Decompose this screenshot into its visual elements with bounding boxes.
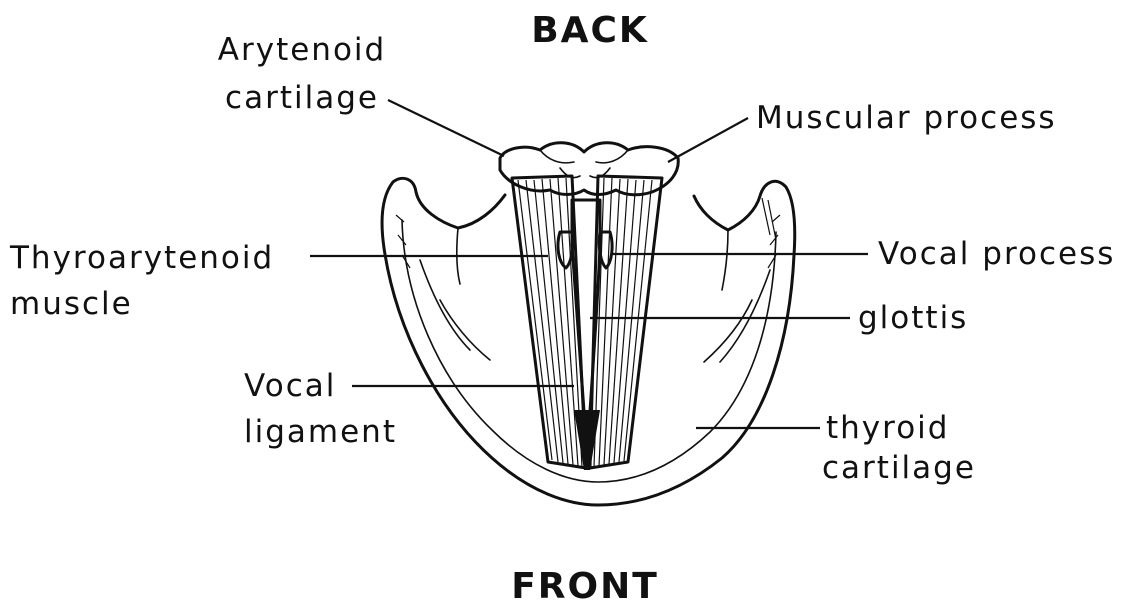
label-thyroid-line1: thyroid <box>826 410 949 446</box>
label-thyroid-line2: cartilage <box>822 450 976 486</box>
thyroid-left-horn <box>393 178 505 228</box>
label-thyroarytenoid-line1: Thyroarytenoid <box>9 240 274 276</box>
leader-muscular-process <box>668 118 748 162</box>
label-glottis: glottis <box>858 300 968 336</box>
orientation-front-label: FRONT <box>511 566 659 606</box>
label-vocal-ligament-line1: Vocal <box>244 368 336 404</box>
label-muscular-process: Muscular process <box>756 100 1057 136</box>
label-thyroarytenoid-line2: muscle <box>10 286 133 322</box>
label-arytenoid-line2: cartilage <box>225 80 379 116</box>
label-vocal-ligament-line2: ligament <box>244 414 397 450</box>
label-arytenoid-line1: Arytenoid <box>218 32 386 68</box>
labels: Arytenoid cartilage Muscular process Thy… <box>9 32 1115 486</box>
larynx-illustration <box>382 143 795 505</box>
leader-arytenoid-cartilage <box>388 100 504 156</box>
orientation-back-label: BACK <box>531 10 649 51</box>
label-vocal-process: Vocal process <box>878 236 1115 272</box>
